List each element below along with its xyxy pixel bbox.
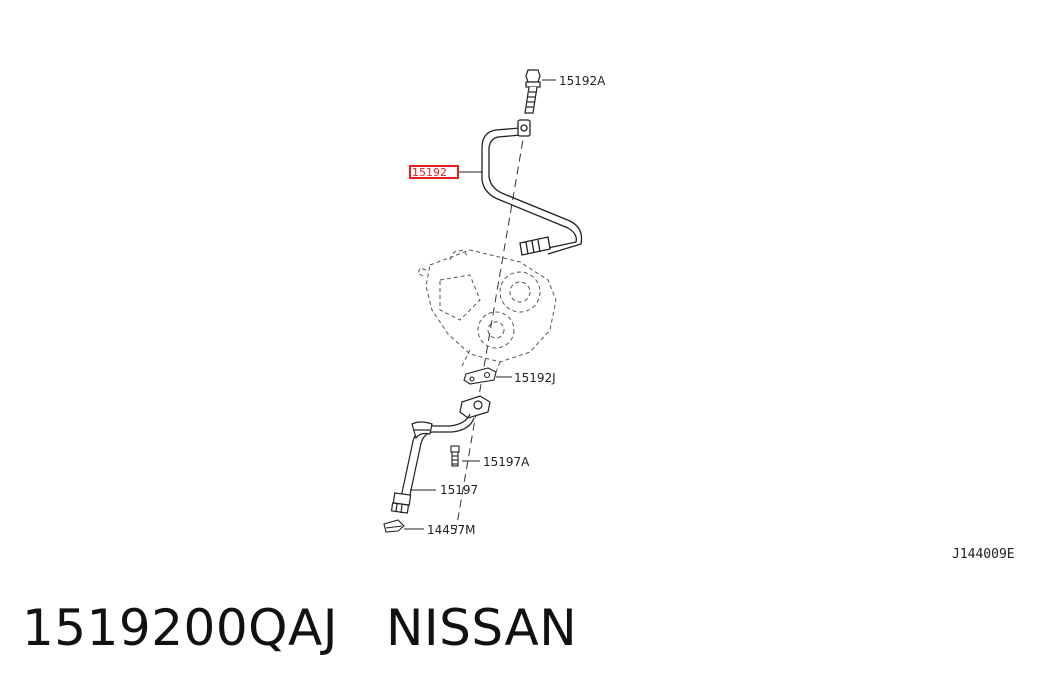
part-number: 1519200QAJ [22, 599, 338, 657]
turbocharger-outline [417, 249, 557, 373]
callout-hose: 15197 [440, 483, 478, 497]
fitting-drawing [383, 519, 405, 533]
assembly-centerline [455, 127, 526, 531]
callout-gasket: 15192J [514, 371, 556, 385]
callout-bolt-top: 15192A [559, 74, 606, 88]
oil-pipe-drawing [481, 119, 583, 256]
parts-diagram: 15192A 15192 15192J [383, 69, 1015, 562]
callout-pipe: 15192 [412, 166, 447, 179]
brand-name: NISSAN [386, 599, 578, 657]
bolt-lower-drawing [450, 445, 460, 467]
figure-id: J144009E [952, 547, 1015, 562]
bolt-top-drawing [524, 69, 541, 114]
gasket-bracket-drawing [463, 367, 497, 385]
callout-highlight-box [409, 165, 459, 179]
callout-fitting: 14457M [427, 523, 476, 537]
hose-drawing [390, 395, 491, 514]
callout-bolt-lower: 15197A [483, 455, 530, 469]
caption: 1519200QAJ NISSAN [22, 598, 577, 658]
